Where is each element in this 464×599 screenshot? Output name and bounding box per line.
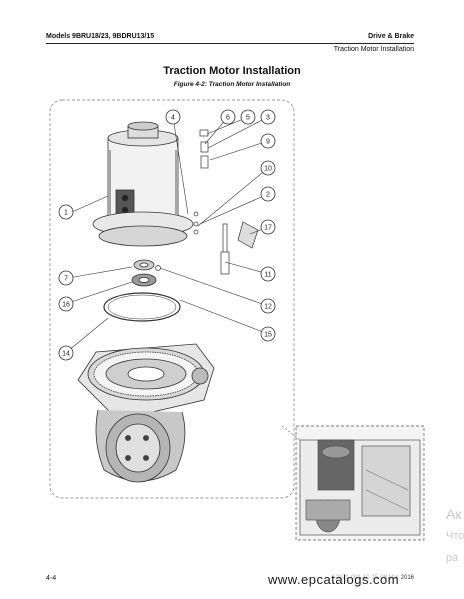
callout-4: 4 — [165, 109, 181, 125]
svg-text:16: 16 — [62, 302, 70, 309]
svg-text:3: 3 — [266, 115, 270, 122]
callout-16: 16 — [58, 296, 74, 312]
callout-1: 1 — [58, 204, 74, 220]
drive-unit-drawing — [77, 343, 215, 483]
callout-17: 17 — [260, 219, 276, 235]
traction-motor-drawing — [92, 121, 194, 247]
bearing-drawing — [103, 259, 181, 322]
callout-5: 5 — [240, 109, 256, 125]
svg-text:1: 1 — [64, 210, 68, 217]
page-title: Traction Motor Installation — [163, 65, 301, 77]
callout-12: 12 — [260, 298, 276, 314]
header-rule — [46, 43, 414, 44]
header-section: Drive & Brake — [368, 33, 414, 40]
truck-location-inset — [281, 425, 425, 541]
callout-9: 9 — [260, 133, 276, 149]
callout-6: 6 — [220, 109, 236, 125]
header-models: Models 9BRU18/23, 9BDRU13/15 — [46, 33, 155, 40]
svg-text:12: 12 — [264, 304, 272, 311]
header-subsection: Traction Motor Installation — [333, 46, 414, 53]
svg-text:6: 6 — [226, 115, 230, 122]
overlay-text-3: ра — [446, 552, 459, 564]
callout-leaders — [67, 116, 269, 352]
svg-text:17: 17 — [264, 225, 272, 232]
svg-text:15: 15 — [264, 332, 272, 339]
svg-text:10: 10 — [264, 166, 272, 173]
site-watermark: www.epcatalogs.com — [268, 572, 400, 587]
callout-3: 3 — [260, 109, 276, 125]
callout-11: 11 — [260, 266, 276, 282]
overlay-text-2: Что — [446, 530, 464, 542]
svg-text:9: 9 — [266, 139, 270, 146]
svg-text:7: 7 — [64, 276, 68, 283]
callout-2: 2 — [260, 186, 276, 202]
svg-text:2: 2 — [266, 192, 270, 199]
figure-caption: Figure 4-2: Traction Motor Installation — [173, 81, 291, 88]
svg-text:14: 14 — [62, 351, 70, 358]
diagram-boundary — [49, 99, 295, 499]
svg-text:5: 5 — [246, 115, 250, 122]
callout-10: 10 — [260, 160, 276, 176]
fastener-parts-drawing — [155, 129, 259, 275]
callout-15: 15 — [260, 326, 276, 342]
page-number: 4-4 — [46, 575, 57, 582]
callout-7: 7 — [58, 270, 74, 286]
callout-14: 14 — [58, 345, 74, 361]
svg-text:4: 4 — [171, 115, 175, 122]
overlay-text-1: Ак — [446, 506, 462, 522]
svg-text:11: 11 — [264, 272, 271, 279]
